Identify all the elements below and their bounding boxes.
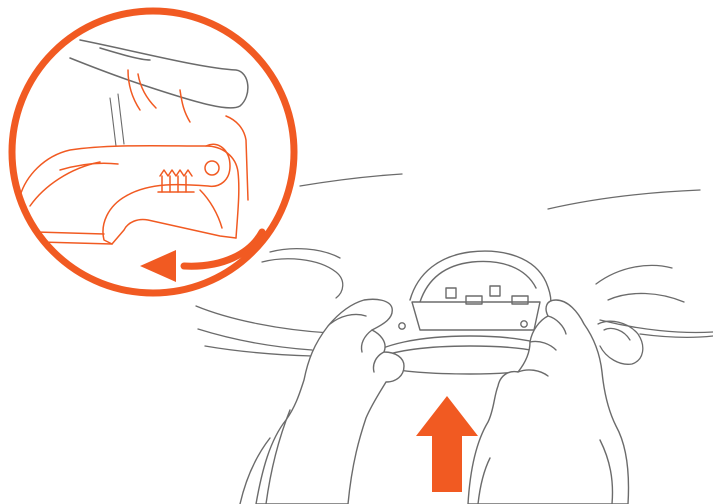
up-arrow-icon [416, 396, 478, 492]
detail-inset [12, 11, 294, 293]
left-hand [240, 299, 404, 504]
